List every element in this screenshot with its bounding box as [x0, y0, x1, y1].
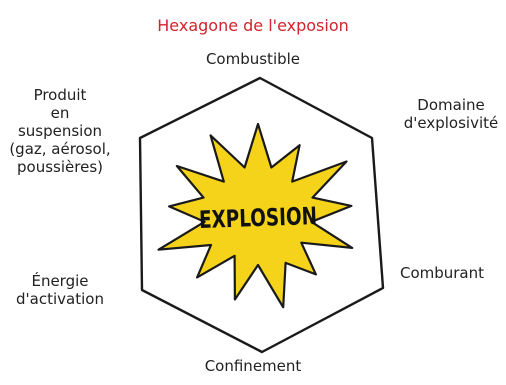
vertex-label-line: en [50, 104, 70, 122]
vertex-label-line: Produit [33, 86, 87, 104]
explosion-starburst [157, 122, 354, 309]
vertex-label-line: d'activation [16, 290, 104, 308]
vertex-label-line: Énergie [31, 272, 89, 290]
vertex-label-line: Domaine [417, 96, 485, 114]
vertex-label-bottom-left: Énergie d'activation [4, 272, 116, 308]
hexagon-outline [138, 76, 385, 354]
explosion-center-label: EXPLOSION [199, 202, 318, 234]
vertex-label-line: d'explosivité [403, 114, 499, 132]
vertex-label-line: suspension [17, 122, 103, 140]
vertex-label-bottom: Confinement [204, 357, 302, 375]
diagram-title: Hexagone de l'exposion [157, 16, 349, 35]
vertex-label-line: (gaz, aérosol, [9, 140, 111, 158]
vertex-label-top-left: Produit en suspension (gaz, aérosol, pou… [4, 86, 116, 176]
vertex-label-top: Combustible [205, 50, 301, 68]
vertex-label-top-right: Domaine d'explosivité [395, 96, 506, 132]
vertex-label-line: poussières) [17, 158, 103, 176]
vertex-label-bottom-right: Comburant [399, 264, 485, 282]
